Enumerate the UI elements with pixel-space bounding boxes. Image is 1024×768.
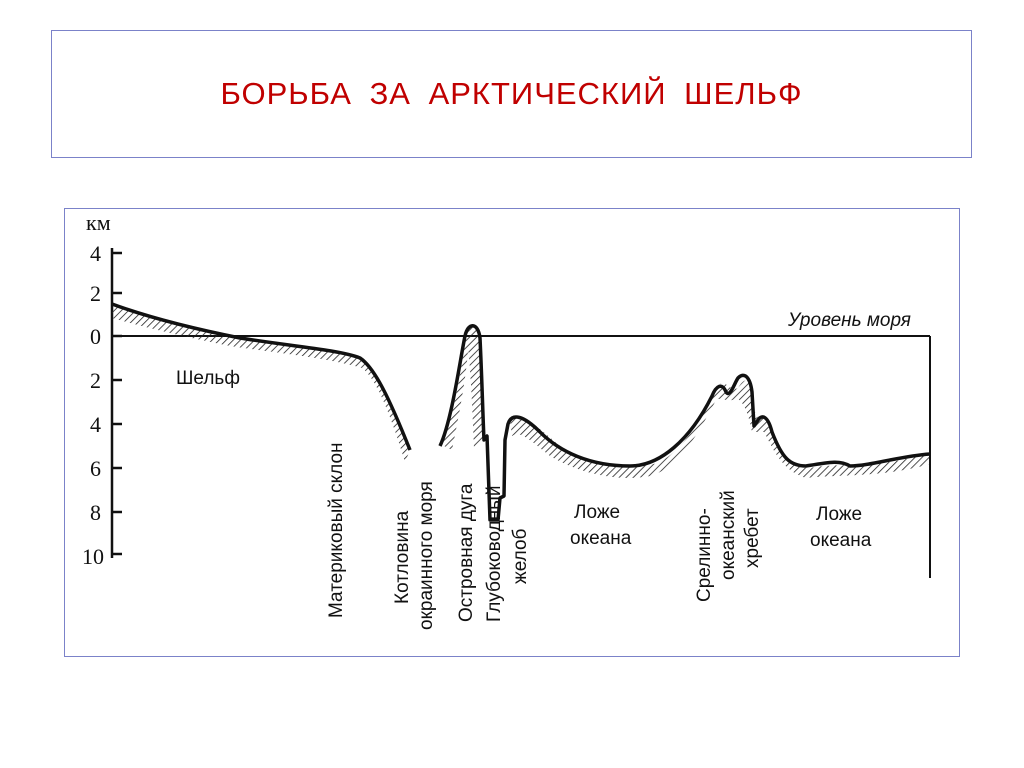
marginal-basin-label: окраинного моря — [416, 481, 437, 630]
mid-ocean-ridge-label: океанский — [718, 490, 739, 580]
y-axis-ticks — [112, 251, 122, 556]
y-tick-label: 0 — [90, 324, 101, 349]
seafloor-profile — [438, 324, 931, 522]
y-tick-label: 4 — [90, 241, 101, 266]
crust-hatching — [510, 380, 930, 478]
ocean-floor-label: океана — [810, 530, 872, 551]
marginal-basin-label: Котловина — [392, 510, 413, 604]
mid-ocean-ridge-label: Срелинно- — [694, 508, 715, 602]
slide-title: БОРЬБА ЗА АРКТИЧЕСКИЙ ШЕЛЬФ — [220, 76, 803, 111]
ocean-floor-label: Ложе — [816, 504, 862, 525]
ocean-floor-label: Ложе — [574, 502, 620, 523]
crust-hatching — [112, 304, 410, 462]
shelf-label: Шельф — [176, 368, 240, 389]
y-tick-label: 8 — [90, 500, 101, 525]
sea-level-label: Уровень моря — [787, 310, 911, 331]
y-tick-label: 2 — [90, 281, 101, 306]
title-box: БОРЬБА ЗА АРКТИЧЕСКИЙ ШЕЛЬФ — [51, 30, 972, 158]
mid-ocean-ridge-label: хребет — [742, 508, 763, 568]
y-tick-label: 2 — [90, 368, 101, 393]
y-tick-label: 6 — [90, 456, 101, 481]
y-tick-label: 4 — [90, 412, 101, 437]
trench-label: желоб — [510, 528, 531, 584]
trench-label: Глубоководный — [484, 486, 505, 622]
ocean-floor-label: океана — [570, 528, 632, 549]
diagram-frame — [64, 208, 960, 657]
y-axis-unit: км — [86, 210, 111, 235]
crust-hatching — [440, 325, 484, 450]
island-arc-label: Островная дуга — [456, 483, 477, 622]
continental-slope-label: Материковый склон — [326, 442, 347, 618]
y-tick-label: 10 — [82, 544, 104, 569]
seafloor-profile — [111, 302, 412, 451]
